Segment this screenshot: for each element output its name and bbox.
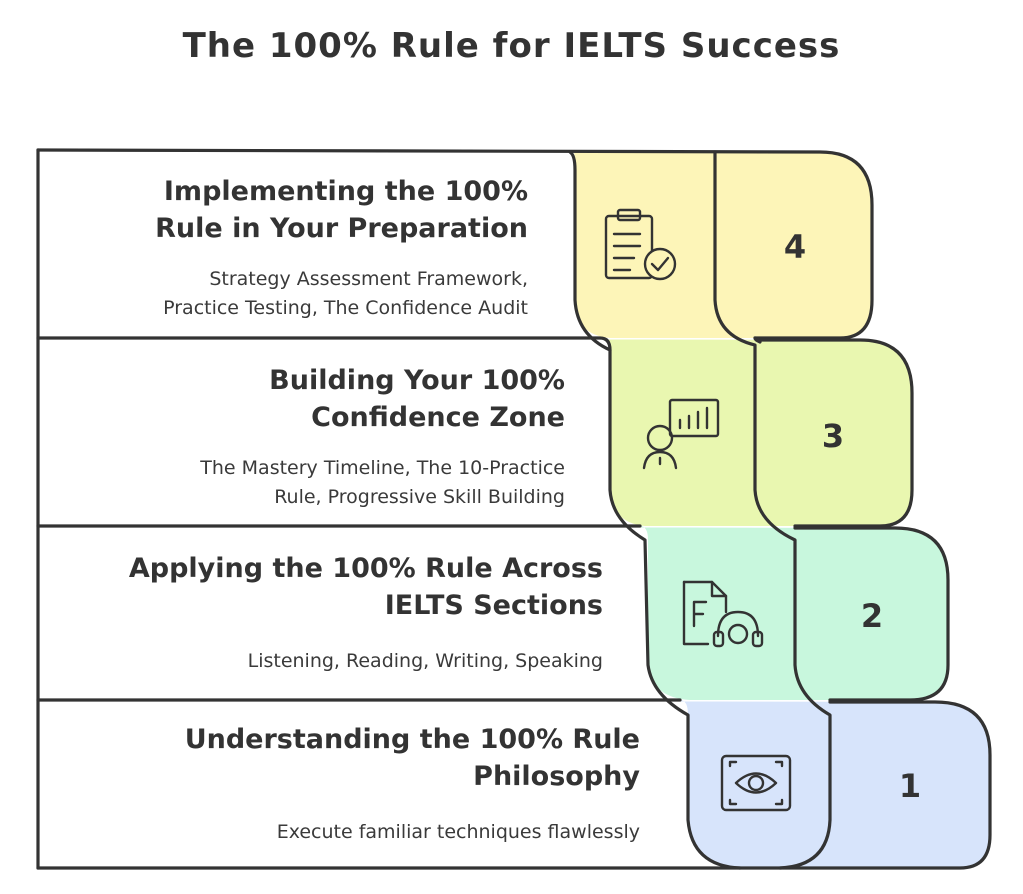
level-4-number: 4 [783,228,807,266]
level-1-band [38,700,990,868]
clipboard-check-icon [604,208,677,281]
page-title: The 100% Rule for IELTS Success [182,26,841,66]
level-4-heading-line2: Rule in Your Preparation [155,213,528,244]
level-4-heading-line1: Implementing the 100% [163,176,528,207]
level-3-number: 3 [821,417,845,455]
level-4-desc-line1: Strategy Assessment Framework, [209,268,528,290]
level-3-heading-line1: Building Your 100% [269,365,565,396]
level-2-heading: Applying the 100% Rule Across IELTS Sect… [60,550,603,624]
level-3-heading-line2: Confidence Zone [311,402,565,433]
level-1-desc-line1: Execute familiar techniques flawlessly [276,821,640,843]
level-3-desc-line2: Rule, Progressive Skill Building [274,486,565,508]
level-2-description: Listening, Reading, Writing, Speaking [60,647,603,676]
level-2-heading-line1: Applying the 100% Rule Across [128,553,603,584]
level-4-heading: Implementing the 100% Rule in Your Prepa… [60,173,528,247]
level-2-heading-line2: IELTS Sections [384,590,603,621]
level-4-band [38,150,872,338]
level-3-band [38,338,912,526]
level-3-desc-line1: The Mastery Timeline, The 10-Practice [200,457,565,479]
diagram-outlines [36,148,992,870]
level-4-desc-line2: Practice Testing, The Confidence Audit [163,297,528,319]
level-2-desc-line1: Listening, Reading, Writing, Speaking [247,650,603,672]
level-1-description: Execute familiar techniques flawlessly [60,818,640,847]
eye-scan-icon [720,754,792,812]
level-1-number: 1 [898,767,922,805]
presenter-chart-icon [642,398,720,470]
level-2-number: 2 [860,597,884,635]
document-headphones-icon [682,580,764,648]
level-1-heading: Understanding the 100% Rule Philosophy [60,721,640,795]
level-1-heading-line1: Understanding the 100% Rule [184,724,640,755]
level-3-heading: Building Your 100% Confidence Zone [60,362,565,436]
level-1-heading-line2: Philosophy [473,761,640,792]
level-3-description: The Mastery Timeline, The 10-Practice Ru… [60,454,565,512]
level-4-description: Strategy Assessment Framework, Practice … [60,265,528,323]
level-2-band [38,526,948,700]
